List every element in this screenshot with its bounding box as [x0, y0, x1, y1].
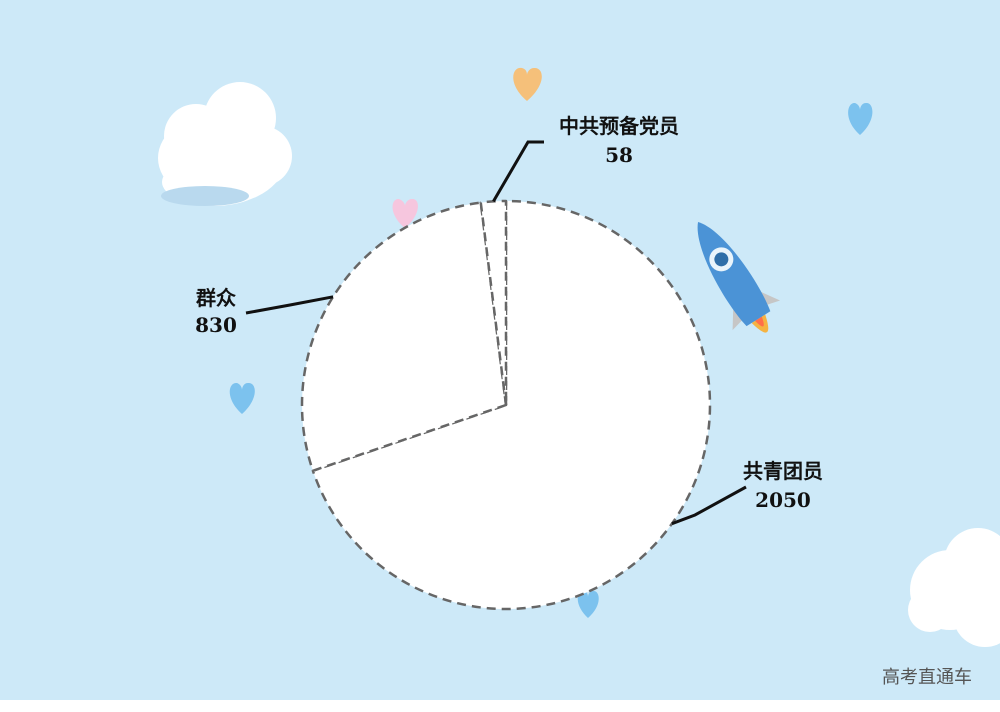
slice-value-gongqing: 2050 [755, 488, 811, 512]
heart-pink-icon [392, 198, 418, 228]
bottom-strip [0, 700, 1000, 712]
pie-slices [300, 199, 712, 611]
heart-orange-icon [513, 67, 542, 101]
slice-gongqing [311, 199, 712, 611]
slice-label-gongqing: 共青团员 [743, 459, 823, 483]
heart-blue-top-icon [848, 102, 873, 135]
slice-value-qunzhong: 830 [195, 313, 237, 337]
slice-value-yubei: 58 [605, 143, 633, 167]
rocket-icon [697, 222, 781, 333]
heart-blue-left-icon [229, 382, 255, 414]
slice-label-qunzhong: 群众 [195, 286, 236, 310]
heart-blue-bottom-icon [577, 590, 599, 618]
leader-line-2 [492, 140, 544, 203]
cloud-left [158, 82, 292, 206]
slice-label-yubei: 中共预备党员 [559, 114, 679, 138]
cloud-right [908, 528, 1000, 647]
watermark: 高考直通车 [882, 667, 972, 688]
slice-qunzhong [300, 201, 508, 473]
data-labels: 中共预备党员 58 群众 830 共青团员 2050 [195, 114, 823, 512]
leader-line-1 [245, 295, 334, 315]
background-decorations [158, 67, 1000, 647]
leader-line-0 [671, 485, 747, 526]
slice-yubei [479, 199, 508, 407]
leader-lines [245, 140, 747, 526]
